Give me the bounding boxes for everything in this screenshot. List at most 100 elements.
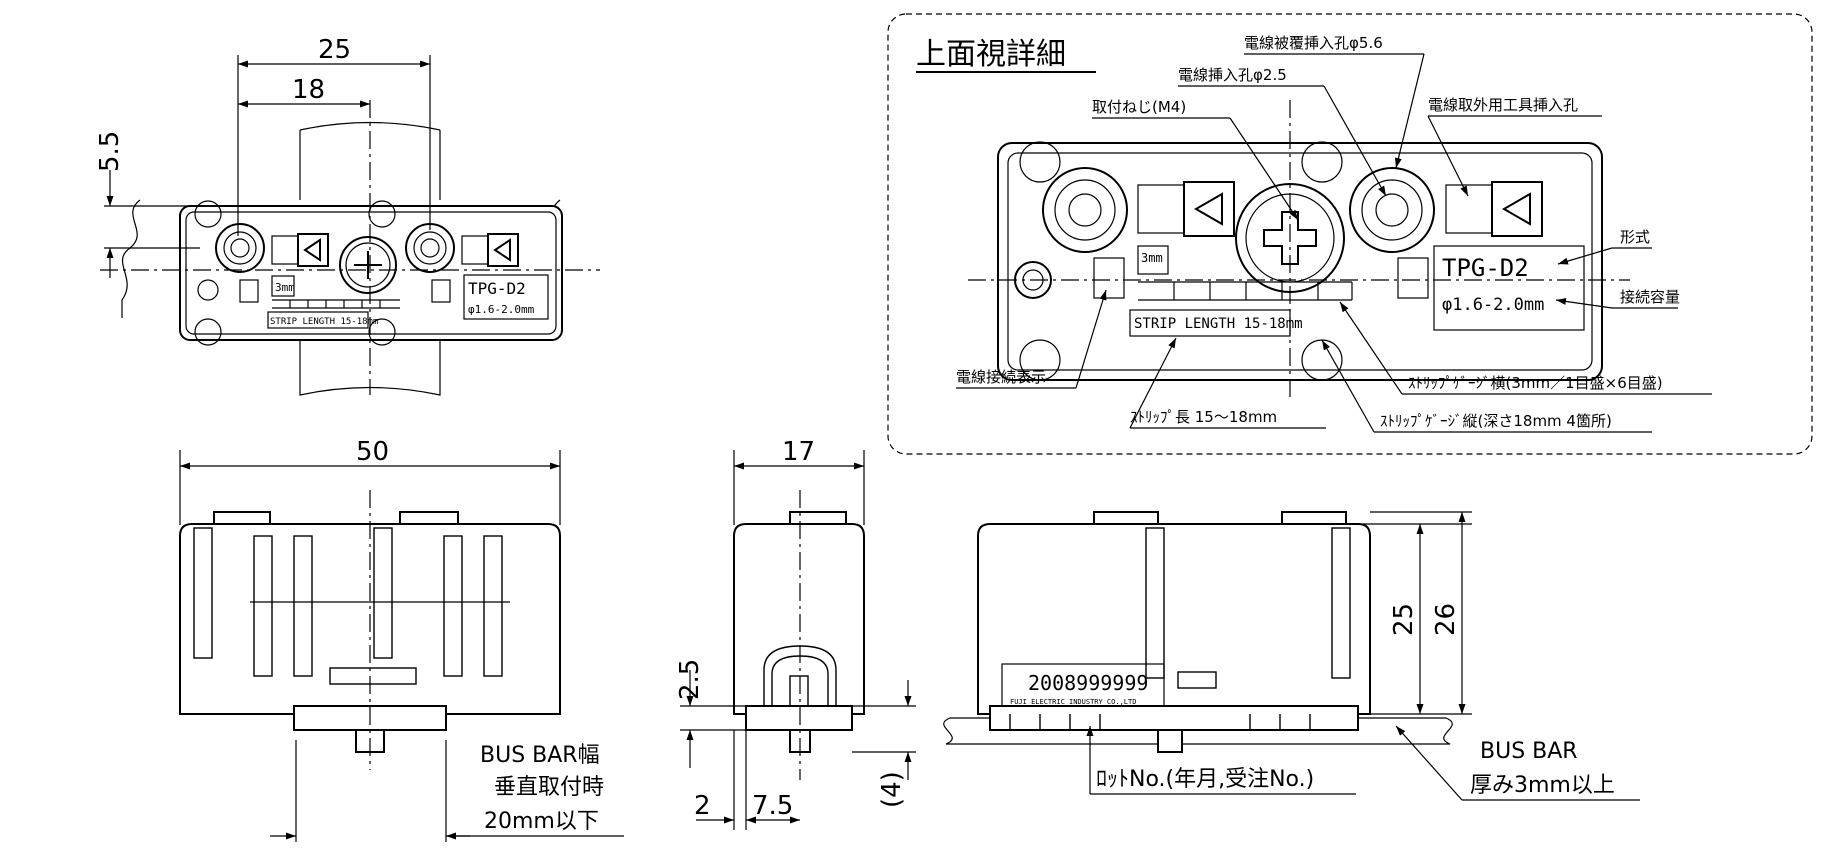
leader [1427,115,1469,197]
model-name: TPG-D2 [1442,254,1529,282]
leader [1323,85,1387,197]
strip-gauge [1138,281,1353,301]
vent-slot [443,535,463,677]
vent-slot [293,535,313,677]
screw-cross [354,251,382,279]
dim-50: 50 [356,437,389,467]
release-button [487,233,519,267]
release-button [1491,181,1543,237]
busbar [943,717,1453,745]
callout-tool-hole: 電線取外用工具挿入孔 [1428,96,1578,114]
release-arrow-icon [303,238,321,262]
strip-gauge [272,299,400,309]
callout-capacity: 接続容量 [1620,288,1680,306]
leader [1394,53,1425,169]
hole-core [1068,193,1102,227]
front-view: 50 BUS BAR幅 垂直取付時 20mm以下 [179,437,624,842]
dim-4: (4) [877,771,907,808]
busbar-note-2: 垂直取付時 [494,775,604,800]
detail-body-inner [1007,152,1593,371]
strip-length-text: STRIP LENGTH 15-18mm [270,317,378,327]
callout-indicator: 電線接続表示 [956,368,1046,386]
leader [1075,289,1107,389]
hole-ring [413,231,447,265]
gauge-hole [431,279,451,303]
strip-length-box [267,311,369,329]
wire-range: φ1.6-2.0mm [468,303,535,316]
gauge-hole [1093,257,1125,299]
gauge-hole [1397,257,1429,299]
callout-gauge-horizontal: ｽﾄﾘｯﾌﾟｹﾞｰｼﾞ横(3mm／1目盛×6目盛) [1408,374,1663,392]
gauge-mark-box [1137,245,1169,275]
wire-insertion-hole [215,223,265,273]
leader [1321,339,1375,433]
dim-18: 18 [292,75,325,105]
connection-indicator [197,279,219,301]
busbar-thickness: 厚み3mm以上 [1470,773,1615,798]
side-view: 17 2.5 (4) 2 7.5 [675,437,916,830]
rear-view: 2008999999 FUJI ELECTRIC INDUSTRY CO.,LT… [943,511,1640,801]
model-label-box [1433,245,1585,331]
callout-gauge-vertical: ｽﾄﾘｯﾌﾟｹﾞｰｼﾞ縦(深さ18mm 4箇所) [1380,412,1612,430]
base-foot [989,705,1359,731]
dim-25: 25 [318,35,351,65]
side-body [733,523,865,715]
corner-hole [368,318,396,346]
corner-hole [1019,141,1061,183]
leader [1555,297,1613,309]
gauge-hole [239,279,259,303]
busbar-note-3: 20mm以下 [484,809,599,834]
maker-name: FUJI ELECTRIC INDUSTRY CO.,LTD [1010,698,1136,706]
dim-5-5: 5.5 [95,131,125,172]
dim-25: 25 [1389,603,1419,636]
label-slot [1177,671,1217,689]
leader [1557,247,1613,265]
rib [193,527,213,659]
gauge-mark-text: 3mm [1141,251,1163,265]
plate-break-left [121,199,141,318]
release-arrow-icon [493,238,511,262]
detail-body [997,142,1603,381]
hole-ring [223,231,257,265]
base-foot [745,705,853,731]
corner-hole [1301,141,1343,183]
label-slot [329,667,417,685]
rib [1331,527,1351,679]
lot-note: ﾛｯﾄNo.(年月,受注No.) [1096,767,1314,792]
leader [1229,117,1299,221]
detail-frame [887,13,1813,455]
callout-wire-hole: 電線挿入孔φ2.5 [1178,66,1287,84]
dim-7-5: 7.5 [752,791,793,821]
gauge-mark-text: 3mm [275,281,295,294]
rib [1145,527,1165,679]
hole-ring [1054,179,1116,241]
leader [1129,337,1177,429]
rib [373,527,393,659]
corner-hole [1019,339,1061,381]
release-arrow-icon [1193,192,1223,226]
dim-17: 17 [782,437,815,467]
corner-hole [194,200,222,228]
wire-insertion-hole [1042,167,1128,253]
model-name: TPG-D2 [468,279,526,298]
busbar-pin [1157,729,1183,753]
wire-insertion-hole [1349,167,1435,253]
release-button [297,233,329,267]
callout-mount-screw: 取付ねじ(M4) [1092,98,1186,116]
strip-length-text: STRIP LENGTH 15-18mm [1134,316,1303,332]
busbar-note-1: BUS BAR幅 [480,743,600,768]
callout-insulation-hole: 電線被覆挿入孔φ5.6 [1244,34,1383,52]
corner-hole [194,318,222,346]
gauge-mark-box [271,275,295,297]
hole-core [420,238,440,258]
callout-strip-length: ｽﾄﾘｯﾌﾟ長 15～18mm [1130,408,1277,426]
hole-core [1375,193,1409,227]
busbar-label: BUS BAR [1480,739,1578,764]
dim-2-5: 2.5 [675,659,705,700]
model-label-box [463,274,549,320]
lot-number: 2008999999 [1028,671,1148,695]
leader [1339,301,1403,395]
detail-view: 上面視詳細 3mm STRI [887,13,1813,455]
top-body [179,205,563,341]
